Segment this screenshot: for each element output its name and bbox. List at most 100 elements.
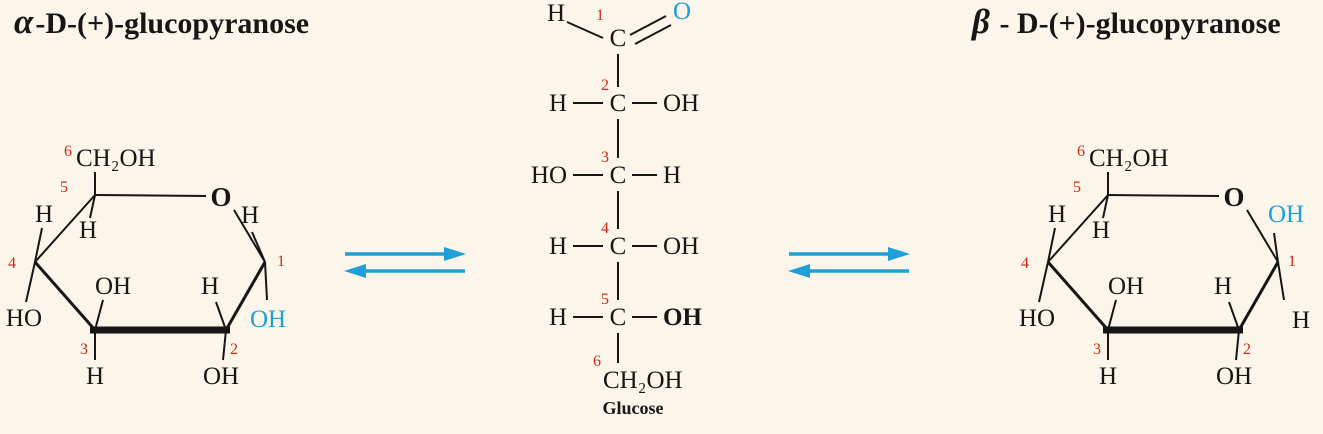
c2-number: 2 [1243, 341, 1251, 358]
c5-number: 5 [601, 291, 609, 308]
c3-h-label: H [86, 363, 104, 390]
c6-group-label: CH₂OH [76, 145, 156, 172]
bond-c1-h [251, 231, 266, 263]
c4-atom: C [610, 233, 627, 260]
equilibrium-arrows-right [788, 247, 910, 278]
c1-h-label: H [241, 202, 259, 229]
ring-oxygen-label: O [1223, 182, 1244, 212]
bond-c1-oh [1273, 232, 1279, 263]
c1-h-label: H [547, 0, 565, 27]
c4-number: 4 [1021, 255, 1029, 272]
bond-c5-o [94, 194, 207, 197]
bond-c1-o-double-b [634, 24, 672, 45]
bond-c1-o-double-a [629, 15, 667, 36]
bond-c3-oh [94, 299, 104, 331]
c5-number: 5 [1073, 179, 1081, 196]
alpha-symbol: α [14, 2, 34, 41]
forward-arrow-head [444, 247, 466, 261]
bond-c1-c2 [224, 261, 267, 331]
c5-right-label: OH [663, 304, 702, 331]
bond-c4-c5 [34, 194, 96, 263]
c3-atom: C [610, 162, 627, 189]
bond-c5-h [89, 194, 96, 219]
c2-number: 2 [230, 341, 238, 358]
bond-c4-c5 [1047, 194, 1109, 263]
beta-title-text: - D-(+)-glucopyranose [991, 7, 1281, 40]
c1-number: 1 [1288, 253, 1296, 270]
c4-oh-label: HO [6, 305, 42, 332]
c2-oh-label: OH [203, 363, 239, 390]
forward-arrow-head [888, 247, 910, 261]
c1-o-label: O [673, 0, 691, 25]
c2-number: 2 [601, 77, 609, 94]
bond-c1-h [1277, 261, 1285, 301]
bond-c2-oh [1235, 329, 1240, 361]
c5-left-label: H [549, 304, 567, 331]
c5-h-label: H [1092, 217, 1110, 244]
c1-number: 1 [277, 253, 285, 270]
c2-left-label: H [549, 90, 567, 117]
c1-oh-label: OH [250, 306, 286, 333]
c1-h-label: H [1292, 307, 1310, 334]
fischer-caption: Glucose [603, 398, 664, 418]
equilibrium-arrows-left [344, 247, 466, 278]
c1-atom: C [610, 25, 627, 52]
c3-h-label: H [1099, 363, 1117, 390]
c3-left-label: HO [531, 162, 567, 189]
bond-c1-oh [264, 261, 268, 301]
c3-right-label: H [663, 162, 681, 189]
c5-atom: C [610, 304, 627, 331]
beta-glucopyranose-structure: 6 CH₂OH 5 H O 4 H HO 3 OH H 2 H OH 1 OH … [1019, 143, 1310, 390]
c4-number: 4 [8, 255, 16, 272]
bond-c5-h [1102, 194, 1109, 219]
c4-oh-label: HO [1019, 305, 1055, 332]
c5-number: 5 [60, 179, 68, 196]
alpha-glucopyranose-structure: 6 CH₂OH 5 H O 4 H HO 3 OH H 2 H OH 1 H O… [6, 143, 286, 390]
c6-number: 6 [64, 143, 72, 160]
bond-c4-h [1047, 227, 1056, 263]
bond-c4-oh [25, 261, 36, 303]
c2-h-label: H [1214, 273, 1232, 300]
alpha-structure-title: α-D-(+)-glucopyranose [14, 2, 309, 42]
bond-c3-oh [1107, 299, 1117, 331]
c4-number: 4 [601, 220, 609, 237]
c3-oh-label: OH [95, 273, 131, 300]
bond-c1-c2 [1237, 261, 1280, 331]
bond-c2-oh [222, 329, 227, 361]
bond-c2-h [215, 301, 227, 331]
bond-c4-h [34, 227, 43, 263]
beta-structure-title: β - D-(+)-glucopyranose [972, 2, 1281, 42]
bond-h-c1 [566, 21, 604, 39]
c3-number: 3 [1093, 341, 1101, 358]
c4-right-label: OH [663, 233, 699, 260]
c2-atom: C [610, 90, 627, 117]
c6-group-label: CH₂OH [1089, 145, 1169, 172]
beta-symbol: β [972, 2, 990, 41]
c3-oh-label: OH [1108, 273, 1144, 300]
reverse-arrow-head [788, 264, 810, 278]
reverse-arrow-head [344, 264, 366, 278]
glucose-fischer-projection: H 1 C O H 2 C OH HO 3 C H H 4 C OH H 5 C [531, 0, 703, 418]
ring-oxygen-label: O [210, 182, 231, 212]
c4-h-label: H [35, 201, 53, 228]
alpha-title-text: -D-(+)-glucopyranose [35, 7, 310, 40]
c2-oh-label: OH [1216, 363, 1252, 390]
c1-number: 1 [596, 7, 604, 24]
bond-c5-o [1107, 194, 1220, 197]
c2-right-label: OH [663, 90, 699, 117]
c3-number: 3 [601, 149, 609, 166]
bond-o-c1 [233, 209, 266, 263]
c6-group-label: CH₂OH [603, 367, 683, 394]
c2-h-label: H [201, 273, 219, 300]
c1-oh-label: OH [1268, 201, 1304, 228]
c5-h-label: H [79, 217, 97, 244]
c6-number: 6 [593, 353, 601, 370]
c3-number: 3 [80, 341, 88, 358]
c6-number: 6 [1077, 143, 1085, 160]
bond-o-c1 [1246, 209, 1279, 263]
bond-c3-c4 [1046, 261, 1110, 331]
bond-c3-c4 [33, 261, 97, 331]
c4-h-label: H [1048, 201, 1066, 228]
bond-c2-h [1228, 301, 1240, 331]
